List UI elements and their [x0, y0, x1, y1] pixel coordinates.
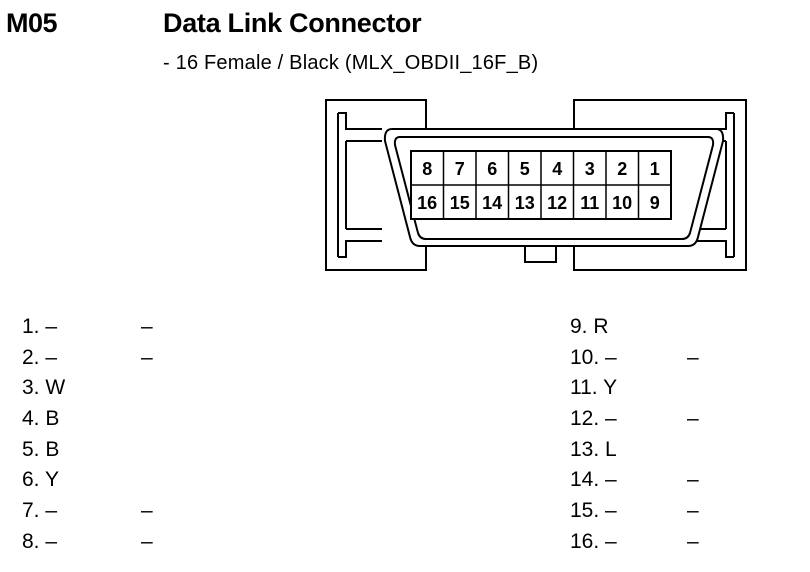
- connector-key: [524, 246, 557, 263]
- pin-number: 4: [552, 159, 562, 179]
- connector-diagram: 8 7 6 5 4 3 2 1 16 15 14 13 12 11 10 9: [322, 97, 752, 273]
- pin-extra: –: [687, 499, 699, 523]
- latch-left: [337, 112, 382, 258]
- pin-number: 3: [585, 159, 595, 179]
- pin-numbers-bottom: 16 15 14 13 12 11 10 9: [417, 193, 660, 213]
- pin-label: 12. –: [570, 407, 617, 431]
- pin-number: 6: [487, 159, 497, 179]
- pin-label: 13. L: [570, 437, 617, 461]
- pin-extra: –: [141, 345, 153, 369]
- pin-extra: –: [687, 407, 699, 431]
- pin-number: 5: [520, 159, 530, 179]
- pin-label: 9. R: [570, 315, 609, 338]
- connector-face-inner: [393, 136, 715, 240]
- pin-number: 13: [515, 193, 535, 213]
- pin-label: 6. Y: [22, 468, 59, 492]
- pin-number: 10: [612, 193, 632, 213]
- pin-label: 16. –: [570, 529, 617, 553]
- pin-number: 15: [450, 193, 470, 213]
- pin-grid-lines: [411, 151, 671, 219]
- pin-label: 11. Y: [570, 376, 618, 400]
- pin-label: 5. B: [22, 437, 60, 461]
- pin-number: 11: [580, 193, 599, 213]
- pin-numbers-top: 8 7 6 5 4 3 2 1: [422, 159, 660, 179]
- pin-extra: –: [141, 315, 153, 338]
- pin-extra: –: [141, 499, 153, 523]
- pin-label: 15. –: [570, 499, 617, 523]
- pin-number: 8: [422, 159, 432, 179]
- pin-label: 8. –: [22, 529, 58, 553]
- page-title: Data Link Connector: [163, 8, 422, 38]
- pin-label: 4. B: [22, 407, 60, 431]
- connector-drawing: 8 7 6 5 4 3 2 1 16 15 14 13 12 11 10 9: [325, 99, 747, 271]
- pin-number: 1: [650, 159, 660, 179]
- connector-code: M05: [6, 8, 58, 38]
- page-subtitle: - 16 Female / Black (MLX_OBDII_16F_B): [163, 52, 539, 74]
- pin-number: 7: [455, 159, 465, 179]
- pin-label: 1. –: [22, 315, 58, 338]
- pin-number: 12: [547, 193, 567, 213]
- pin-extra: –: [687, 345, 699, 369]
- pin-extra: –: [687, 529, 699, 553]
- pin-label: 10. –: [570, 345, 617, 369]
- pin-label: 7. –: [22, 499, 58, 523]
- pin-number: 9: [650, 193, 660, 213]
- pin-number: 2: [617, 159, 627, 179]
- pin-number: 14: [482, 193, 502, 213]
- pin-label: 3. W: [22, 376, 66, 400]
- pin-extra: –: [141, 529, 153, 553]
- pin-label: 14. –: [570, 468, 617, 492]
- pin-number: 16: [417, 193, 437, 213]
- pin-label: 2. –: [22, 345, 58, 369]
- pin-extra: –: [687, 468, 699, 492]
